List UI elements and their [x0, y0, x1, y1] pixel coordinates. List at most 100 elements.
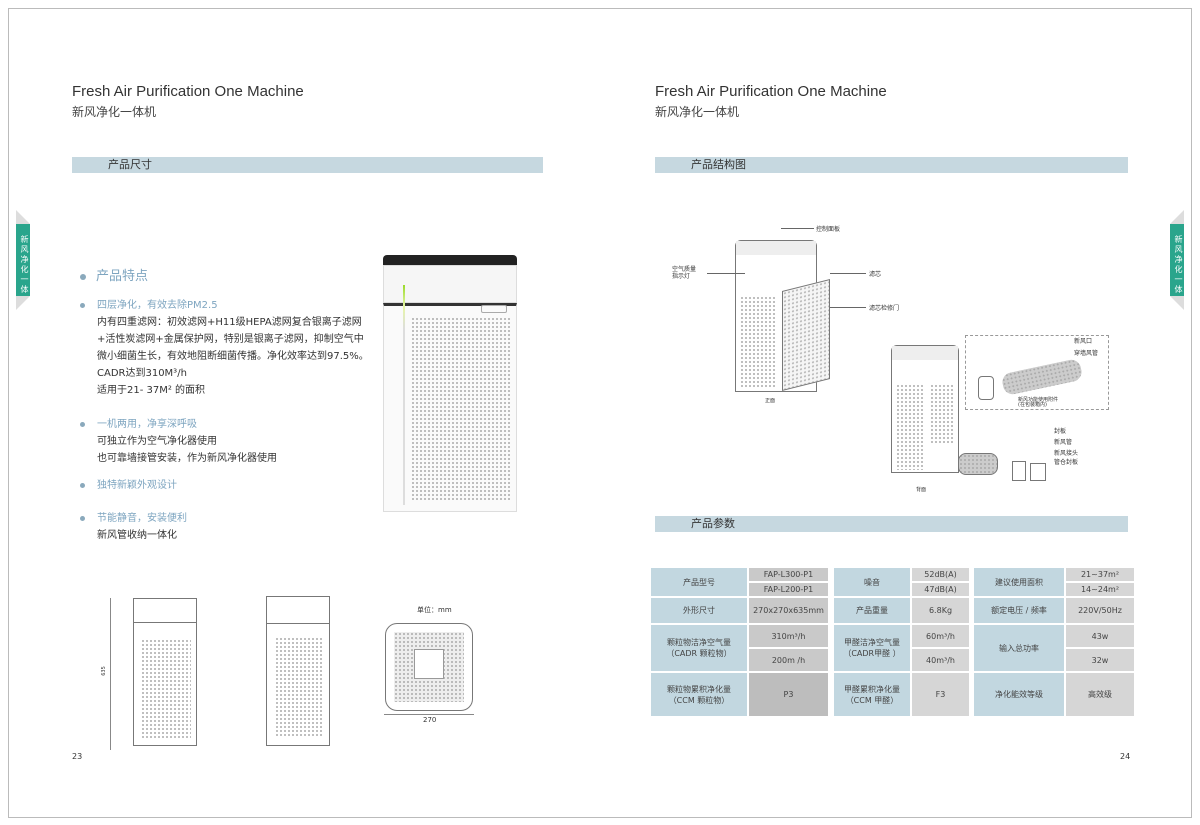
label-seal-plate: 封板 [1054, 428, 1067, 435]
section-bar-structure: 产品结构图 [655, 157, 1128, 173]
feature-4: 节能静音，安装便利 新风管收纳一体化 [80, 510, 187, 544]
feature-line: 内有四重滤网：初效滤网+H11级HEPA滤网复合银离子滤网 [97, 317, 362, 328]
cell-value: FAP-L200-P1 [749, 583, 828, 596]
cell-value: 32w [1066, 649, 1134, 671]
feature-line: CADR达到310M³/h [97, 368, 187, 379]
feature-head: 节能静音，安装便利 [97, 513, 187, 524]
dimension-line [110, 598, 111, 750]
front-view-drawing [133, 598, 197, 746]
label-fresh-joint: 新风接头 [1054, 450, 1079, 457]
cell-value: 270x270x635mm [749, 598, 828, 623]
tab-triangle-bottom [1170, 296, 1184, 310]
side-tab-right: 新风净化一体 [1170, 224, 1184, 296]
feature-line: 也可靠墙接管安装，作为新风净化器使用 [97, 453, 277, 464]
cell-value: 高效级 [1066, 673, 1134, 716]
section-title: 产品参数 [691, 517, 735, 530]
label-fresh-pipe: 新风管 [1054, 439, 1073, 446]
label-air-quality-light: 空气质量 指示灯 [672, 266, 697, 280]
label-fresh-inlet: 新风口 [1074, 338, 1093, 345]
feature-1: 四层净化，有效去除PM2.5 内有四重滤网：初效滤网+H11级HEPA滤网复合银… [80, 297, 369, 399]
title-en-right: Fresh Air Purification One Machine [655, 83, 887, 100]
feature-head: 一机两用，净享深呼吸 [97, 419, 197, 430]
height-dimension: 635 [100, 666, 107, 676]
side-tab-left: 新风净化一体 [16, 224, 30, 296]
cell-value: 6.8Kg [912, 598, 969, 623]
fresh-pipe-drawing [958, 453, 998, 475]
top-view-drawing [385, 623, 473, 711]
back-unit-drawing [891, 345, 959, 473]
section-bar-params: 产品参数 [655, 516, 1128, 532]
feature-line: 新风管收纳一体化 [97, 530, 177, 541]
features-title-text: 产品特点 [96, 269, 149, 284]
cell-label: 甲醛累积净化量（CCM 甲醛） [834, 673, 910, 716]
cell-value: F3 [912, 673, 969, 716]
title-en-left: Fresh Air Purification One Machine [72, 83, 304, 100]
tab-triangle-top [1170, 210, 1184, 224]
cell-label: 产品型号 [651, 568, 747, 596]
bullet-icon [80, 482, 85, 488]
label-filter: 滤芯 [869, 271, 882, 278]
label-accessory-note: 新风功能使用附件 (在包装箱内) [1018, 397, 1059, 408]
cell-value: 40m³/h [912, 649, 969, 671]
joint-drawing [1012, 461, 1026, 481]
page-number-right: 24 [1120, 752, 1131, 761]
cell-label: 输入总功率 [974, 625, 1064, 671]
label-front: 正面 [765, 398, 776, 404]
feature-head: 独特新颖外观设计 [97, 480, 177, 491]
cell-value: 52dB(A) [912, 568, 969, 581]
label-wall-duct: 穿墙风管 [1074, 350, 1099, 357]
feature-line: 适用于21- 37M² 的面积 [97, 385, 206, 396]
cell-value: 14~24m² [1066, 583, 1134, 596]
title-cn-left: 新风净化一体机 [72, 105, 157, 119]
feature-head: 四层净化，有效去除PM2.5 [97, 300, 218, 311]
label-pipe-cover: 管仓封板 [1054, 459, 1079, 466]
cell-label: 净化能效等级 [974, 673, 1064, 716]
dimension-line [384, 714, 474, 715]
tab-triangle-bottom [16, 296, 30, 310]
cell-label: 颗粒物洁净空气量（CADR 颗粒物） [651, 625, 747, 671]
product-image [383, 255, 517, 512]
cell-label: 颗粒物累积净化量（CCM 颗粒物） [651, 673, 747, 716]
cell-label: 甲醛洁净空气量（CADR甲醛 ） [834, 625, 910, 671]
feature-3: 独特新颖外观设计 [80, 477, 177, 494]
cell-value: 43w [1066, 625, 1134, 647]
page-number-left: 23 [72, 752, 83, 761]
cell-value: 60m³/h [912, 625, 969, 647]
accessory-box [965, 335, 1109, 410]
bullet-icon [80, 515, 85, 521]
tab-triangle-top [16, 210, 30, 224]
width-dimension: 270 [423, 716, 437, 724]
cell-value: 310m³/h [749, 625, 828, 647]
feature-line: +活性炭滤网+金属保护网，特别是银离子滤网，抑制空气中 [97, 334, 364, 345]
cell-value: FAP-L300-P1 [749, 568, 828, 581]
cell-value: P3 [749, 673, 828, 716]
cell-value: 21~37m² [1066, 568, 1134, 581]
page-frame [8, 8, 1192, 818]
side-view-drawing [266, 596, 330, 746]
bullet-icon [80, 273, 86, 280]
cell-label: 产品重量 [834, 598, 910, 623]
unit-label: 单位：mm [417, 606, 452, 614]
title-cn-right: 新风净化一体机 [655, 105, 740, 119]
section-bar-size: 产品尺寸 [72, 157, 543, 173]
section-title: 产品结构图 [691, 158, 746, 171]
bullet-icon [80, 302, 85, 308]
label-back: 背面 [916, 487, 927, 493]
cover-drawing [1030, 463, 1046, 481]
cell-value: 220V/50Hz [1066, 598, 1134, 623]
bullet-icon [80, 421, 85, 427]
cell-value: 200m /h [749, 649, 828, 671]
feature-line: 可独立作为空气净化器使用 [97, 436, 217, 447]
cell-value: 47dB(A) [912, 583, 969, 596]
feature-2: 一机两用，净享深呼吸 可独立作为空气净化器使用 也可靠墙接管安装，作为新风净化器… [80, 416, 277, 467]
label-filter-door: 滤芯检修门 [869, 305, 900, 312]
cell-label: 噪音 [834, 568, 910, 596]
feature-line: 微小细菌生长，有效地阻断细菌传播。净化效率达到97.5%。 [97, 351, 369, 362]
section-title: 产品尺寸 [108, 158, 152, 171]
features-title: 产品特点 [80, 265, 148, 284]
label-control-panel: 控制面板 [816, 226, 841, 233]
filter-door-drawing [782, 279, 830, 391]
